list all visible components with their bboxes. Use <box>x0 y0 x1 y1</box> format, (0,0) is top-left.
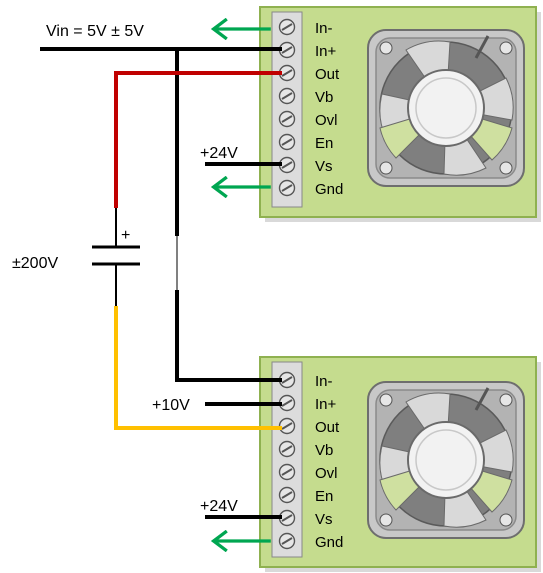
pin-label-gnd: Gnd <box>315 534 343 551</box>
pin-label-out: Out <box>315 419 340 436</box>
pin-label-ovl: Ovl <box>315 112 338 129</box>
pin-label-in-plus: In+ <box>315 396 337 413</box>
pin-label-en: En <box>315 135 333 152</box>
top-out-wire <box>114 71 282 208</box>
screw-terminal-icon[interactable] <box>278 440 296 458</box>
pin-label-vb: Vb <box>315 442 333 459</box>
screw-terminal-icon[interactable] <box>278 18 296 36</box>
pin-label-in-minus: In- <box>315 20 333 37</box>
screw-terminal-icon[interactable] <box>278 463 296 481</box>
pin-label-out: Out <box>315 66 340 83</box>
pin-label-in-plus: In+ <box>315 43 337 60</box>
bottom-in-plus-supply-label: +10V <box>152 397 190 414</box>
screw-terminal-icon[interactable] <box>278 532 296 550</box>
capacitor-voltage-label: ±200V <box>12 255 58 272</box>
pin-label-in-minus: In- <box>315 373 333 390</box>
top-vs-supply-label: +24V <box>200 145 238 162</box>
terminal-block <box>271 11 303 208</box>
cooling-fan-icon <box>366 28 526 188</box>
terminal-block <box>271 361 303 558</box>
screw-terminal-icon[interactable] <box>278 486 296 504</box>
bottom-vs-supply-label: +24V <box>200 498 238 515</box>
pin-label-vs: Vs <box>315 511 333 528</box>
screw-terminal-icon[interactable] <box>278 133 296 151</box>
top-amplifier-module: In- In+ Out Vb Ovl En Vs Gnd <box>259 6 541 222</box>
screw-terminal-icon[interactable] <box>278 179 296 197</box>
screw-terminal-icon[interactable] <box>278 87 296 105</box>
screw-terminal-icon[interactable] <box>278 110 296 128</box>
pin-label-en: En <box>315 488 333 505</box>
pin-label-ovl: Ovl <box>315 465 338 482</box>
pin-label-vs: Vs <box>315 158 333 175</box>
capacitor-plus-label: + <box>121 227 130 244</box>
wiring <box>40 47 282 519</box>
bottom-amplifier-module: In- In+ Out Vb Ovl En Vs Gnd <box>259 356 541 572</box>
vin-label: Vin = 5V ± 5V <box>46 23 144 40</box>
pin-label-vb: Vb <box>315 89 333 106</box>
bottom-out-wire <box>114 306 282 430</box>
cooling-fan-icon <box>366 380 526 540</box>
pin-label-gnd: Gnd <box>315 181 343 198</box>
